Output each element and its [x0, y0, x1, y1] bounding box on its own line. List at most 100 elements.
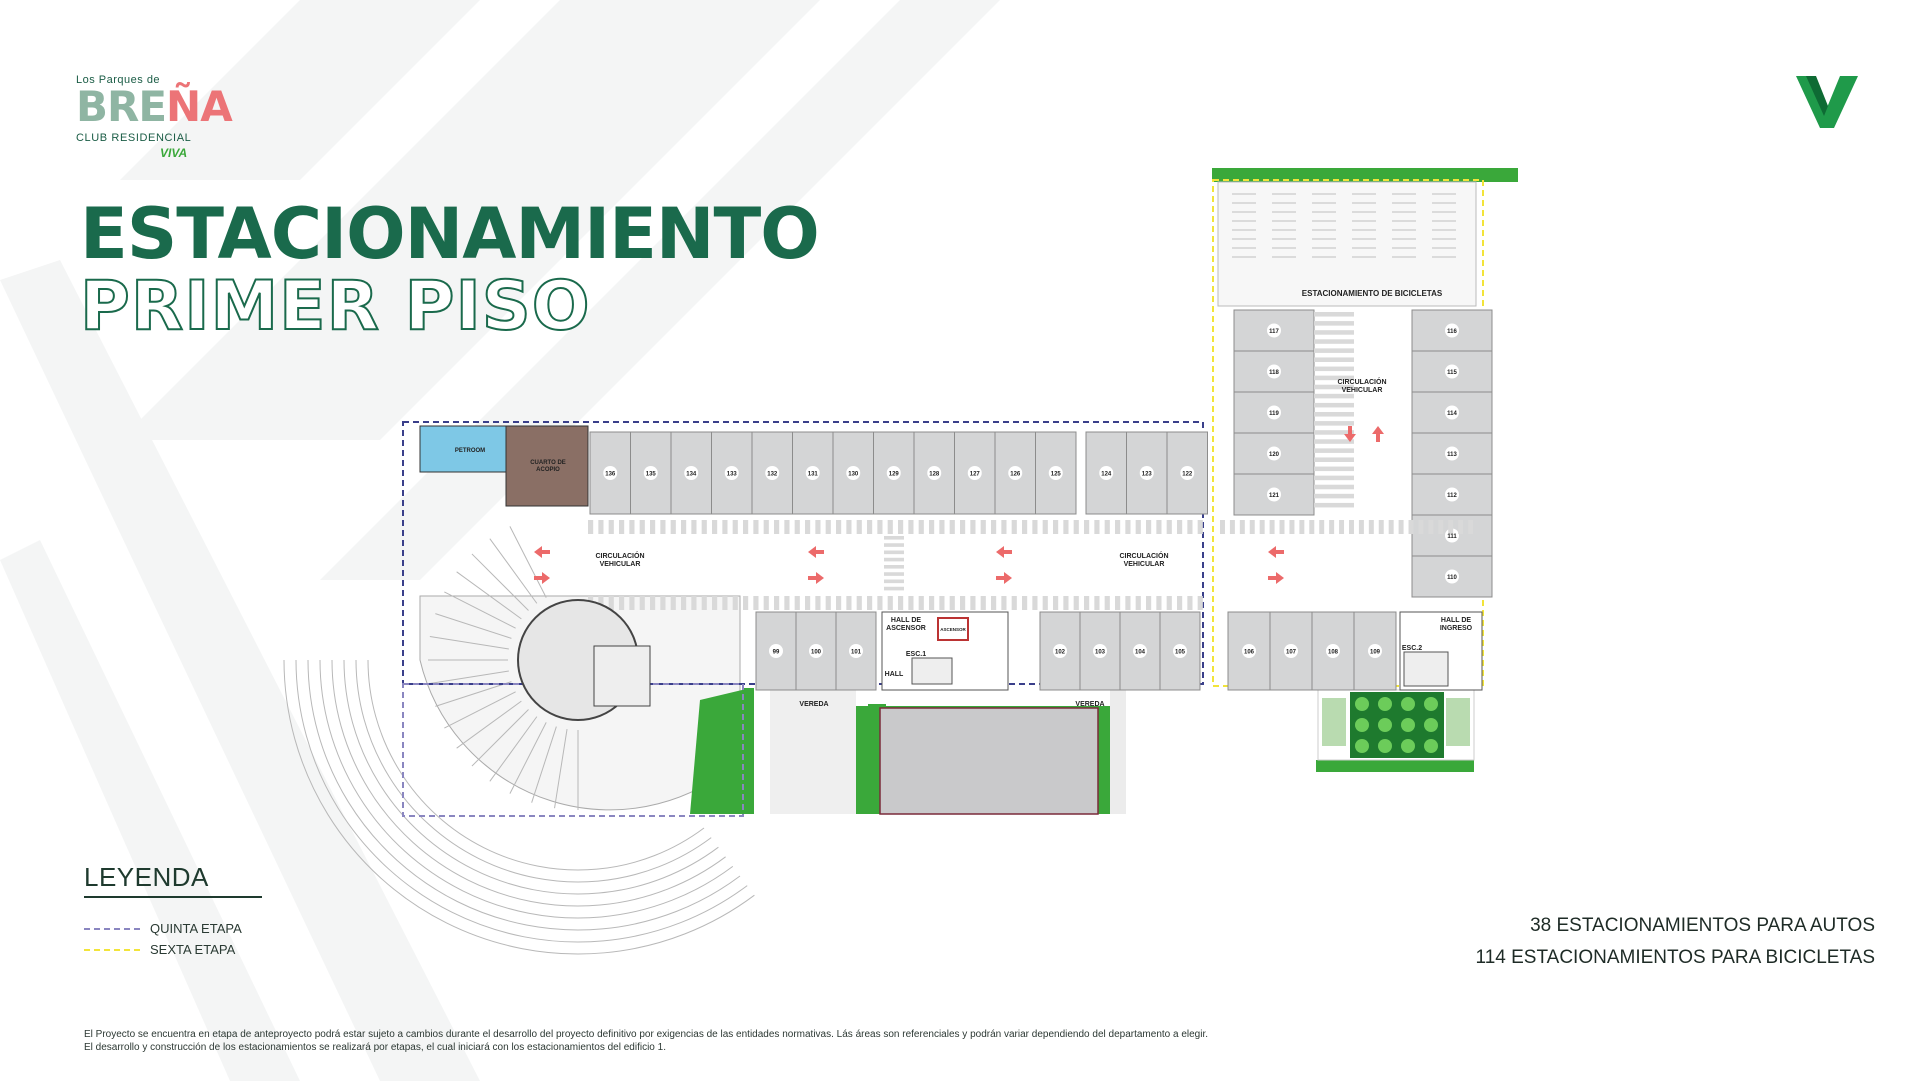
stall-number: 110	[1447, 575, 1457, 581]
crosswalk-stripe	[1314, 439, 1354, 444]
crosswalk-stripe	[846, 596, 852, 610]
traffic-arrows	[534, 426, 1384, 584]
ramp-arc	[283, 659, 755, 955]
crosswalk-stripe	[1073, 596, 1079, 610]
stall-number: 122	[1182, 472, 1193, 478]
crosswalk-stripe	[877, 520, 883, 534]
crosswalk-stripe	[1468, 520, 1474, 534]
crosswalk-stripe	[884, 550, 904, 555]
tree-icon	[1424, 697, 1438, 711]
arrow-left-icon	[534, 546, 550, 558]
crosswalk-stripe	[1177, 596, 1183, 610]
crosswalk-stripe	[1042, 520, 1048, 534]
crosswalk-stripe	[1279, 520, 1285, 534]
stall-number: 120	[1269, 452, 1280, 458]
crosswalk-stripe	[1314, 402, 1354, 408]
arrow-up-icon	[1372, 426, 1384, 442]
ramp-line	[489, 538, 538, 604]
crosswalk-stripe	[712, 596, 718, 610]
stall-number: 132	[767, 472, 778, 478]
stall-marker	[1284, 644, 1298, 658]
stall-marker	[849, 644, 863, 658]
crosswalk-stripe	[887, 520, 893, 534]
crosswalk-stripe	[608, 596, 614, 610]
tree-icon	[1424, 718, 1438, 732]
crosswalk-stripe	[1197, 520, 1203, 534]
stall-number: 133	[727, 472, 738, 478]
crosswalk-stripe	[1187, 596, 1193, 610]
disclaimer-line: El Proyecto se encuentra en etapa de ant…	[84, 1029, 1209, 1040]
crosswalk-stripe	[1314, 321, 1354, 326]
bicycle-racks	[1232, 193, 1456, 258]
ramp-line	[444, 691, 516, 729]
parking-stats: 38 ESTACIONAMIENTOS PARA AUTOS 114 ESTAC…	[1476, 910, 1875, 974]
crosswalk-stripe	[1314, 393, 1354, 399]
crosswalk-stripe	[1428, 520, 1434, 534]
crosswalk-stripe	[1104, 596, 1110, 610]
legend-title: LEYENDA	[84, 862, 209, 892]
crosswalk-stripe	[1135, 596, 1141, 610]
crosswalk-stripe	[629, 596, 635, 610]
crosswalk-stripe	[1166, 596, 1172, 610]
ramp-line	[456, 700, 522, 749]
crosswalk-stripe	[867, 596, 873, 610]
brand-logo: Los Parques de BREÑA CLUB RESIDENCIAL VI…	[76, 74, 233, 164]
crosswalk-stripe	[1329, 520, 1335, 534]
crosswalk-stripe	[1084, 596, 1090, 610]
ramp-arc	[343, 659, 719, 895]
crosswalk-stripe	[1125, 520, 1131, 534]
tree-icon	[1424, 739, 1438, 753]
crosswalk-stripe	[815, 520, 821, 534]
crosswalk-stripe	[1314, 384, 1354, 390]
crosswalk-stripe	[1314, 475, 1354, 481]
crosswalk-stripe	[1187, 520, 1193, 534]
ramp-line	[471, 553, 529, 611]
crosswalk-stripe	[784, 596, 790, 610]
tree-icon	[1355, 697, 1369, 711]
planter-area	[1322, 698, 1346, 746]
crosswalk-stripe	[619, 596, 625, 610]
ramp-line	[509, 526, 547, 598]
legend-swatch	[84, 928, 140, 930]
crosswalk-stripe	[898, 596, 904, 610]
stall-number: 123	[1142, 472, 1153, 478]
stat-bicis: 114 ESTACIONAMIENTOS PARA BICICLETAS	[1475, 947, 1875, 968]
crosswalk-stripe	[753, 596, 759, 610]
planter-area	[1446, 698, 1470, 746]
crosswalk-stripe	[1115, 596, 1121, 610]
crosswalk-stripe	[1314, 339, 1354, 344]
stall-number: 121	[1269, 493, 1280, 499]
crosswalk-stripe	[980, 520, 986, 534]
stall-marker	[1445, 446, 1459, 461]
crosswalk-stripe	[1032, 596, 1038, 610]
deposito-room	[593, 645, 651, 707]
crosswalk-stripe	[1177, 520, 1183, 534]
stall-number: 129	[889, 472, 900, 478]
crosswalk-stripe	[1011, 520, 1017, 534]
crosswalk-stripe	[970, 596, 976, 610]
crosswalk-stripe	[1448, 520, 1454, 534]
stall-number: 128	[929, 472, 940, 478]
stall-number: 100	[811, 650, 822, 656]
crosswalk-stripe	[794, 596, 800, 610]
tree-icon	[1401, 739, 1415, 753]
crosswalk-stripe	[732, 596, 738, 610]
plan-label: HALL DE	[891, 617, 922, 624]
crosswalk-stripe	[867, 520, 873, 534]
crosswalk-stripe	[884, 586, 904, 591]
stall-number: 124	[1101, 472, 1112, 478]
crosswalk-stripe	[588, 520, 594, 534]
crosswalk-stripe	[1388, 520, 1394, 534]
crosswalk-stripe	[732, 520, 738, 534]
stall-marker	[643, 466, 658, 480]
plan-label: VEHICULAR	[1124, 561, 1165, 568]
crosswalk-stripe	[1314, 484, 1354, 490]
ramp-line	[429, 636, 509, 650]
crosswalk-stripe	[1104, 520, 1110, 534]
crosswalk-stripe	[1053, 596, 1059, 610]
page-subtitle: PRIMER PISO	[79, 267, 591, 346]
crosswalk-stripe	[1239, 520, 1245, 534]
crosswalk-stripe	[1166, 520, 1172, 534]
crosswalk-stripe	[1229, 520, 1235, 534]
